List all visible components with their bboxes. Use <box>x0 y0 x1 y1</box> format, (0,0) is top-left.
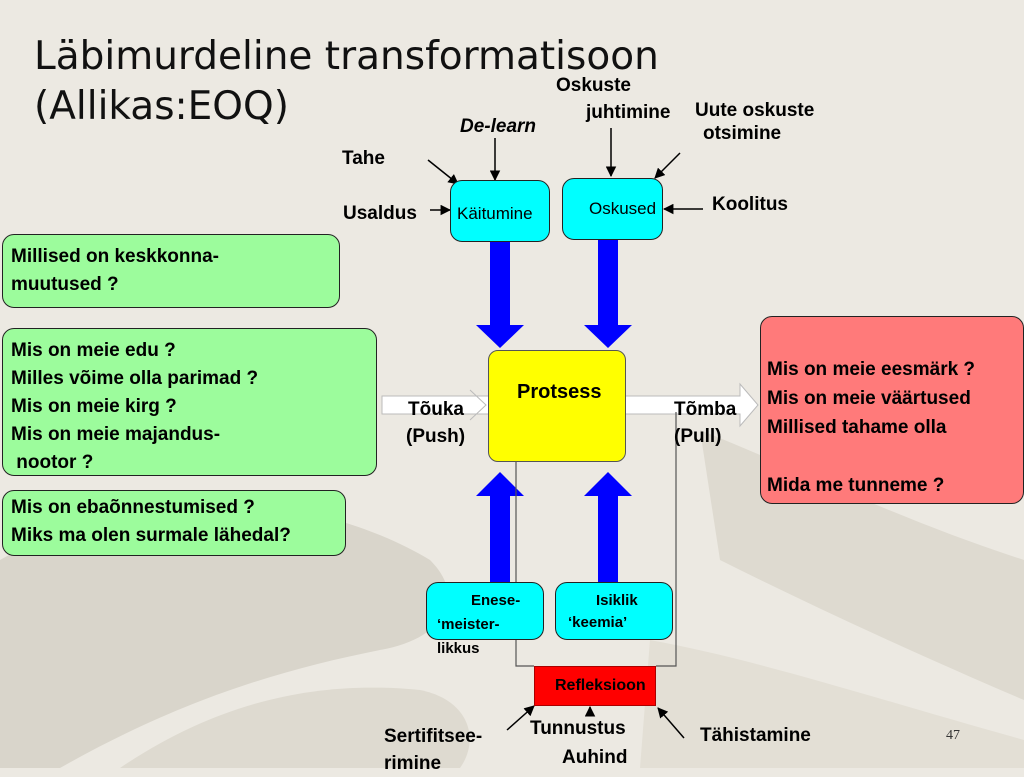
slide-title: Läbimurdeline transformatisoon (Allikas:… <box>34 32 659 132</box>
enese-box: Enese- ‘meister- likkus <box>426 582 544 657</box>
tunn-line-1: Tunnustus <box>530 718 626 739</box>
red-box-line-1: Mis on meie eesmärk ? <box>767 359 976 380</box>
green-box-1-line-1: Millised on keskkonna- <box>11 246 219 267</box>
refleksioon-box: Refleksioon <box>534 666 656 706</box>
tomba-line-1: Tõmba <box>674 399 737 420</box>
touka-label: Tõuka (Push) <box>406 396 466 450</box>
sertifitseerimine-label: Sertifitsee- rimine <box>384 723 482 777</box>
green-box-2-line-2: Milles võime olla parimad ? <box>11 368 259 389</box>
touka-line-2: (Push) <box>406 426 466 447</box>
tahist-arrow <box>657 707 685 739</box>
enese-line-3: likkus <box>437 640 480 657</box>
isiklik-line-1: Isiklik <box>596 592 638 609</box>
tahe-arrow <box>427 159 459 185</box>
uute-line-1: Uute oskuste <box>695 100 815 121</box>
blue-arrow-up-right <box>584 472 632 582</box>
isiklik-line-2: ‘keemia’ <box>568 614 628 631</box>
sert-arrow <box>506 705 535 731</box>
red-box-goals: Mis on meie eesmärk ? Mis on meie väärtu… <box>760 316 1024 504</box>
green-box-3-line-1: Mis on ebaõnnestumised ? <box>11 497 255 518</box>
uute-arrow <box>654 152 681 179</box>
enese-line-1: Enese- <box>471 592 521 609</box>
green-box-1-line-2: muutused ? <box>11 274 119 295</box>
title-line-2: (Allikas:EOQ) <box>34 84 289 129</box>
tahe-label: Tahe <box>342 148 385 169</box>
green-box-environment: Millised on keskkonna- muutused ? <box>2 234 340 308</box>
oskused-label: Oskused <box>589 199 657 218</box>
title-line-1: Läbimurdeline transformatisoon <box>34 34 659 79</box>
delearn-label: De-learn <box>460 116 537 137</box>
usaldus-label: Usaldus <box>343 203 417 224</box>
enese-line-2: ‘meister- <box>437 616 500 633</box>
blue-arrow-up-left <box>476 472 524 582</box>
green-box-2-line-3: Mis on meie kirg ? <box>11 396 177 417</box>
tunn-line-2: Auhind <box>562 747 628 768</box>
blue-arrow-down-left <box>476 242 524 348</box>
red-box-line-4 <box>767 442 1017 471</box>
tomba-line-2: (Pull) <box>674 426 722 447</box>
sert-line-1: Sertifitsee- <box>384 726 483 747</box>
feedback-loop <box>515 412 677 667</box>
green-box-failures: Mis on ebaõnnestumised ? Miks ma olen su… <box>2 490 346 556</box>
uute-line-2: otsimine <box>703 123 782 144</box>
protsess-box: Protsess <box>488 350 626 462</box>
green-box-2-line-4: Mis on meie majandus- <box>11 424 221 445</box>
oskuste-label: Oskuste juhtimine <box>556 74 670 124</box>
blue-arrow-down-right <box>584 240 632 348</box>
red-box-line-5: Mida me tunneme ? <box>767 475 945 496</box>
kaitumine-box: Käitumine <box>450 180 550 242</box>
oskused-box: Oskused <box>562 178 663 240</box>
touka-chevron <box>469 389 487 421</box>
tahistamine-label: Tähistamine <box>700 725 811 746</box>
page-number: 47 <box>946 728 960 743</box>
tomba-label: Tõmba (Pull) <box>674 396 736 450</box>
refleksioon-label: Refleksioon <box>555 677 646 694</box>
tunnustus-label: Tunnustus Auhind <box>530 714 627 772</box>
oskuste-line-2: juhtimine <box>586 102 671 123</box>
uute-oskuste-label: Uute oskuste otsimine <box>695 99 814 145</box>
koolitus-label: Koolitus <box>712 194 788 215</box>
oskuste-line-1: Oskuste <box>556 75 631 96</box>
red-box-line-2: Mis on meie väärtused <box>767 388 971 409</box>
isiklik-box: Isiklik ‘keemia’ <box>555 582 673 640</box>
red-box-line-3: Millised tahame olla <box>767 417 947 438</box>
touka-line-1: Tõuka <box>408 399 464 420</box>
green-box-success: Mis on meie edu ? Milles võime olla pari… <box>2 328 377 476</box>
kaitumine-label: Käitumine <box>457 204 533 223</box>
green-box-2-line-5: nootor ? <box>11 452 94 473</box>
sert-line-2: rimine <box>384 753 442 774</box>
protsess-label: Protsess <box>517 381 602 403</box>
green-box-3-line-2: Miks ma olen surmale lähedal? <box>11 525 291 546</box>
green-box-2-line-1: Mis on meie edu ? <box>11 340 176 361</box>
